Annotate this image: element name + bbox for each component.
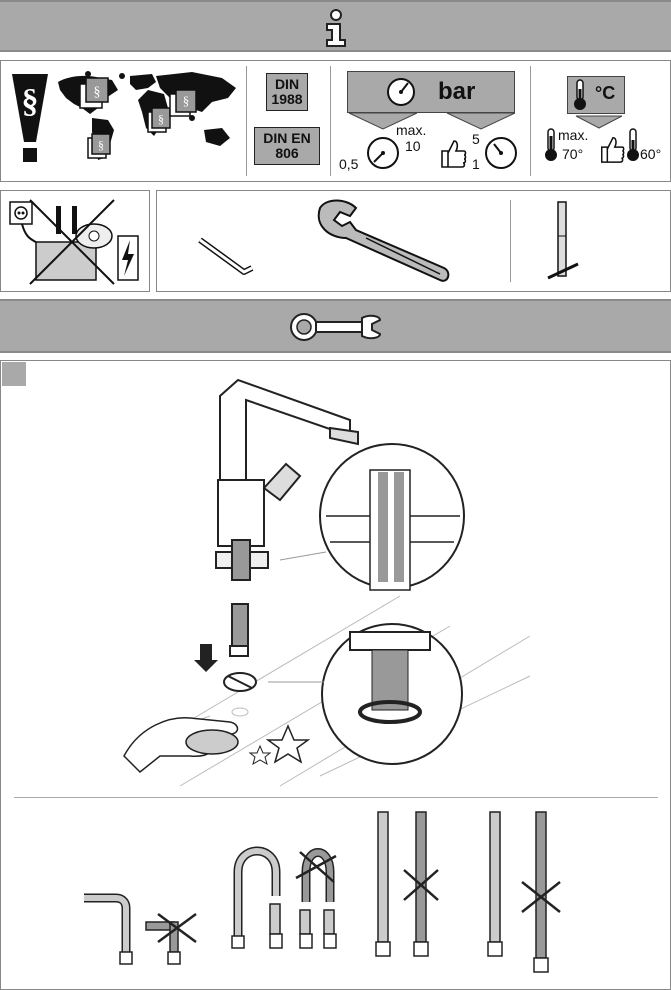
section-divider xyxy=(14,797,658,798)
thermometer-rec-icon xyxy=(627,128,639,161)
thumbs-up-temp-icon xyxy=(600,137,625,163)
temperature-rec-value: 60° xyxy=(640,146,662,162)
svg-text:§: § xyxy=(183,93,190,108)
pressure-gauge-max-icon xyxy=(367,137,399,169)
tee-key-icon xyxy=(547,201,579,280)
thermometer-icon xyxy=(574,79,586,110)
din-en-number: 806 xyxy=(275,145,299,161)
din-year: 1988 xyxy=(271,91,303,107)
din-en-label: DIN EN xyxy=(263,130,311,146)
svg-text:§: § xyxy=(158,112,164,126)
tools-panel xyxy=(156,190,671,292)
world-map-icon: § § § § xyxy=(58,71,236,160)
svg-text:§: § xyxy=(98,138,104,152)
din-en-standard-badge: DIN EN 806 xyxy=(254,127,320,165)
temperature-max-label: max. xyxy=(558,127,589,143)
pressure-min-value: 0,5 xyxy=(339,156,359,172)
thermometer-max-icon xyxy=(545,128,557,161)
combination-wrench-icon xyxy=(290,313,382,341)
temperature-unit-label: °C xyxy=(595,83,616,103)
step-marker xyxy=(2,362,26,386)
paragraph-icon: § xyxy=(12,74,48,162)
pressure-unit-label: bar xyxy=(438,78,476,105)
pressure-gauge-rec-icon xyxy=(485,137,517,169)
pressure-rec-high: 5 xyxy=(472,131,480,147)
pressure-gauge-icon xyxy=(387,78,415,106)
info-header-band xyxy=(0,0,671,52)
installation-header-band xyxy=(0,299,671,353)
no-power-icon xyxy=(9,199,139,285)
adjustable-wrench-icon xyxy=(317,199,450,282)
pressure-rec-low: 1 xyxy=(472,156,480,172)
allen-key-icon xyxy=(198,237,254,275)
pressure-max-label: max. xyxy=(396,122,427,138)
pressure-unit-box xyxy=(347,71,515,113)
svg-text:§: § xyxy=(94,85,101,100)
pressure-max-value: 10 xyxy=(405,138,421,154)
temperature-max-value: 70° xyxy=(562,146,584,162)
info-icon xyxy=(326,9,346,47)
thumbs-up-icon xyxy=(441,140,467,168)
hose-bending-illustration xyxy=(84,811,561,973)
faucet-installation-illustration xyxy=(123,378,531,787)
din-label: DIN xyxy=(274,76,300,92)
svg-text:§: § xyxy=(22,83,39,120)
din-standard-badge: DIN 1988 xyxy=(266,73,308,111)
